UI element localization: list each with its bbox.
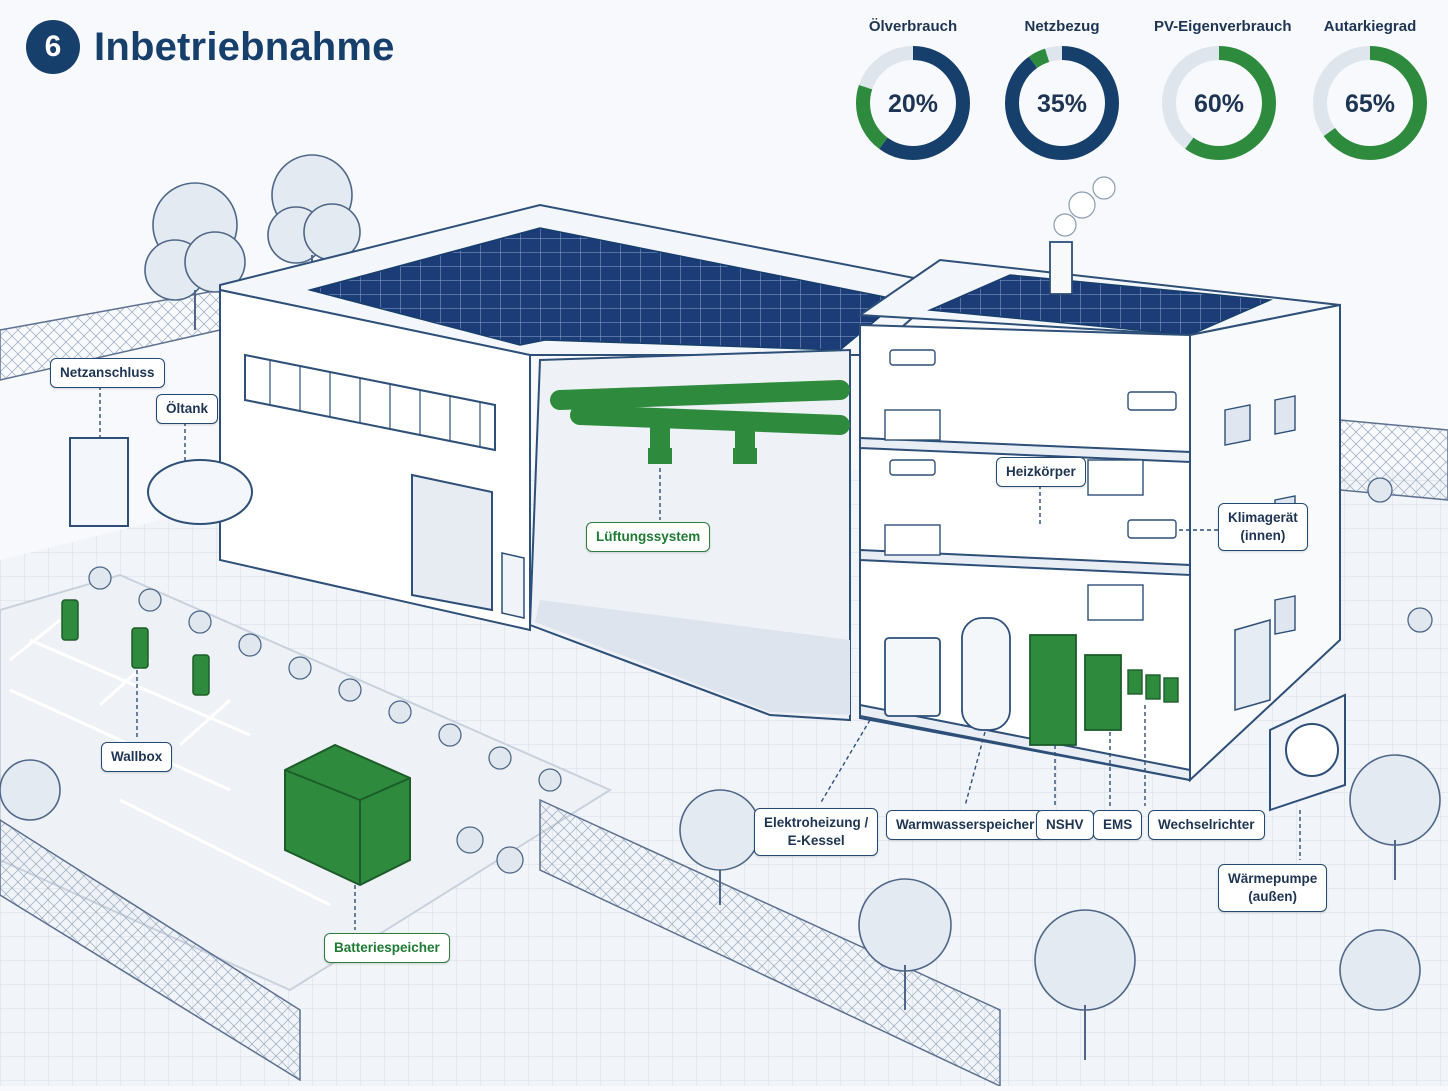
kpi-label: Netzbezug [1024,18,1100,35]
duct-outlet-1 [648,448,672,464]
callout-batteriespeicher: Batteriespeicher [324,933,450,963]
ring-segment-blue [856,46,970,160]
grid-connection-cabinet [69,437,129,527]
kpi-ring: 20% [856,46,970,160]
battery-container [284,743,411,887]
callout-nshv: NSHV [1036,810,1094,840]
inverters [1127,669,1179,703]
kpi-value: 20% [888,90,938,118]
callout-oeltank: Öltank [156,394,219,424]
kpi-label: Ölverbrauch [868,18,958,35]
kpi-label: Autarkiegrad [1323,18,1417,35]
callout-waermepumpe: Wärmepumpe (außen) [1218,864,1328,912]
leader-lines [99,386,1301,930]
callout-line-1: Wärmepumpe [1228,871,1318,886]
parking-lines [9,618,331,907]
callout-warmwasserspeicher: Warmwasserspeicher [886,810,1045,840]
hall-window-mullions [269,360,481,447]
callout-line-2: E-Kessel [787,833,845,848]
ring-segment-green [1162,46,1276,160]
callout-netzanschluss: Netzanschluss [50,358,165,388]
ventilation-ducts [550,380,850,460]
kpi-pv-eigenverbrauch: PV-Eigenverbrauch 60% [1154,18,1292,163]
callout-lueftungssystem: Lüftungssystem [586,522,711,552]
callout-line-1: Klimagerät [1228,510,1298,525]
chimney [1049,241,1073,295]
callout-wallbox: Wallbox [101,742,173,772]
callout-line-2: (innen) [1240,528,1286,543]
kpi-ring: 60% [1162,46,1276,160]
kpi-ring: 65% [1313,46,1427,160]
kpi-value: 35% [1037,90,1087,118]
battery-container-edges [284,769,411,885]
callout-ems: EMS [1093,810,1143,840]
callout-wechselrichter: Wechselrichter [1148,810,1265,840]
oil-tank [147,459,253,525]
solar-array-office [927,274,1273,336]
hall-window-band [244,353,496,452]
duct-outlet-2 [733,448,757,464]
page-title: Inbetriebnahme [94,24,395,69]
kpi-oelverbrauch: Ölverbrauch 20% [848,18,978,163]
ems-cabinet [1084,654,1122,731]
office-floor-slabs [859,436,1191,782]
ac-indoor-units [889,349,1177,539]
wallboxes [61,599,210,696]
trees [0,154,1441,1011]
chimney-smoke [1053,176,1116,237]
kpi-netzbezug: Netzbezug 35% [997,18,1127,163]
step-number-badge: 6 [26,20,80,74]
callout-klimageraet: Klimagerät (innen) [1218,503,1308,551]
kpi-value: 65% [1345,90,1395,118]
page-header: 6 Inbetriebnahme [26,20,395,74]
fence-right [1339,419,1448,501]
ring-segment-green [856,46,970,160]
callout-elektroheizung: Elektroheizung / E-Kessel [754,808,879,856]
rolling-door [411,473,493,612]
ring-segment-green [1313,46,1427,160]
heat-pump-fan [1285,723,1339,777]
kpi-value: 60% [1194,90,1244,118]
callout-line-1: Elektroheizung / [764,815,869,830]
ring-segment-blue [1005,46,1119,160]
callout-heizkoerper: Heizkörper [996,457,1086,487]
electric-boiler [884,637,941,717]
hall-cutaway-floor [535,600,850,715]
hall-side-door [501,552,525,619]
office-entrance-door [1234,619,1271,711]
kpi-autarkiegrad: Autarkiegrad 65% [1305,18,1435,163]
fence-front-left [0,819,301,1082]
main-switchboard-cabinet [1029,634,1077,746]
kpi-label: PV-Eigenverbrauch [1154,18,1292,35]
kpi-ring: 35% [1005,46,1119,160]
radiators [884,409,1144,621]
callout-line-2: (außen) [1248,889,1298,904]
hot-water-tank [961,617,1011,731]
